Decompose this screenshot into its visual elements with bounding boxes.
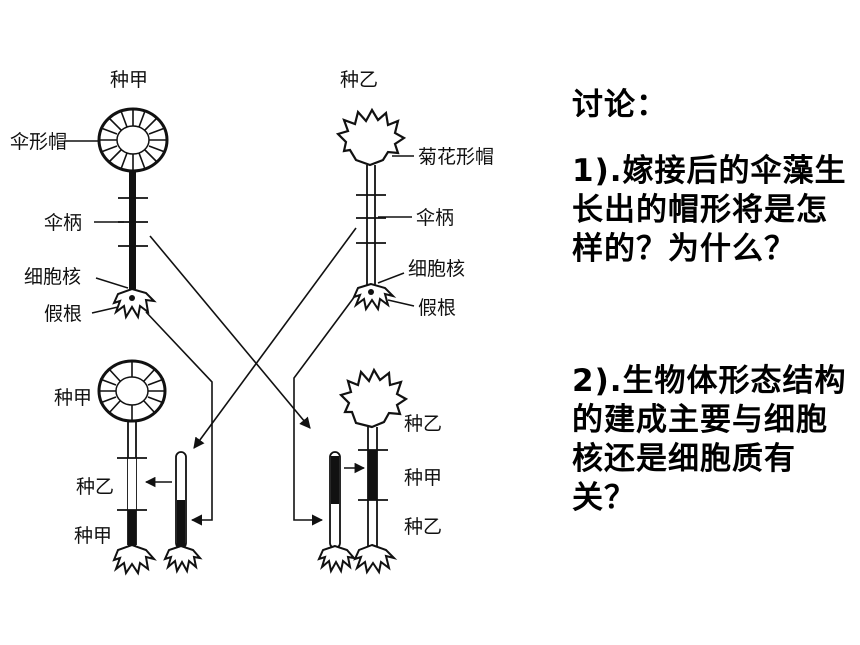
umbrella-cap-label: 伞形帽 (10, 131, 67, 153)
transfer-arrows (145, 227, 357, 526)
graft-right-middle-label: 种甲 (404, 467, 442, 489)
species-a-original: 种甲 伞形帽 伞柄 (10, 69, 169, 325)
species-a-title: 种甲 (110, 69, 148, 91)
species-b-title: 种乙 (340, 69, 378, 91)
rhizoid-icon (353, 543, 398, 575)
chrysanthemum-cap-icon (335, 107, 407, 167)
graft-right-top-label: 种乙 (404, 413, 442, 435)
stalk-label: 伞柄 (44, 212, 82, 234)
graft-left-top-label: 种甲 (54, 387, 92, 409)
species-b-original: 种乙 菊花形帽 伞柄 细胞核 假根 (335, 69, 494, 319)
umbrella-cap-icon (97, 107, 169, 173)
discussion-question-1: 1).嫁接后的伞藻生长出的帽形将是怎样的？为什么？ (572, 153, 847, 267)
rhizoid-icon (112, 287, 157, 320)
rhizoid-label: 假根 (418, 297, 456, 319)
nucleus-label: 细胞核 (24, 266, 81, 288)
graft-right-bottom-label: 种乙 (404, 516, 442, 538)
graft-right: 种乙 种甲 种乙 (317, 367, 442, 575)
chrysanthemum-cap-icon (338, 367, 409, 429)
graft-left: 种甲 种乙 种甲 (54, 359, 203, 576)
rhizoid-icon (352, 282, 397, 312)
rhizoid-icon (163, 544, 203, 574)
nucleus-label: 细胞核 (408, 258, 465, 280)
rhizoid-label: 假根 (44, 303, 82, 325)
graft-left-bottom-label: 种甲 (74, 525, 112, 547)
stalk-label: 伞柄 (416, 207, 454, 229)
chrysanthemum-cap-label: 菊花形帽 (418, 146, 494, 168)
discussion-title: 讨论： (572, 87, 668, 123)
graft-left-middle-label: 种乙 (76, 476, 114, 498)
acetabularia-grafting-diagram: 种甲 伞形帽 伞柄 (10, 69, 494, 576)
rhizoid-icon (317, 544, 357, 574)
umbrella-cap-icon (97, 359, 167, 423)
rhizoid-icon (112, 543, 157, 576)
discussion-question-2: 2).生物体形态结构的建成主要与细胞核还是细胞质有关？ (572, 363, 847, 516)
